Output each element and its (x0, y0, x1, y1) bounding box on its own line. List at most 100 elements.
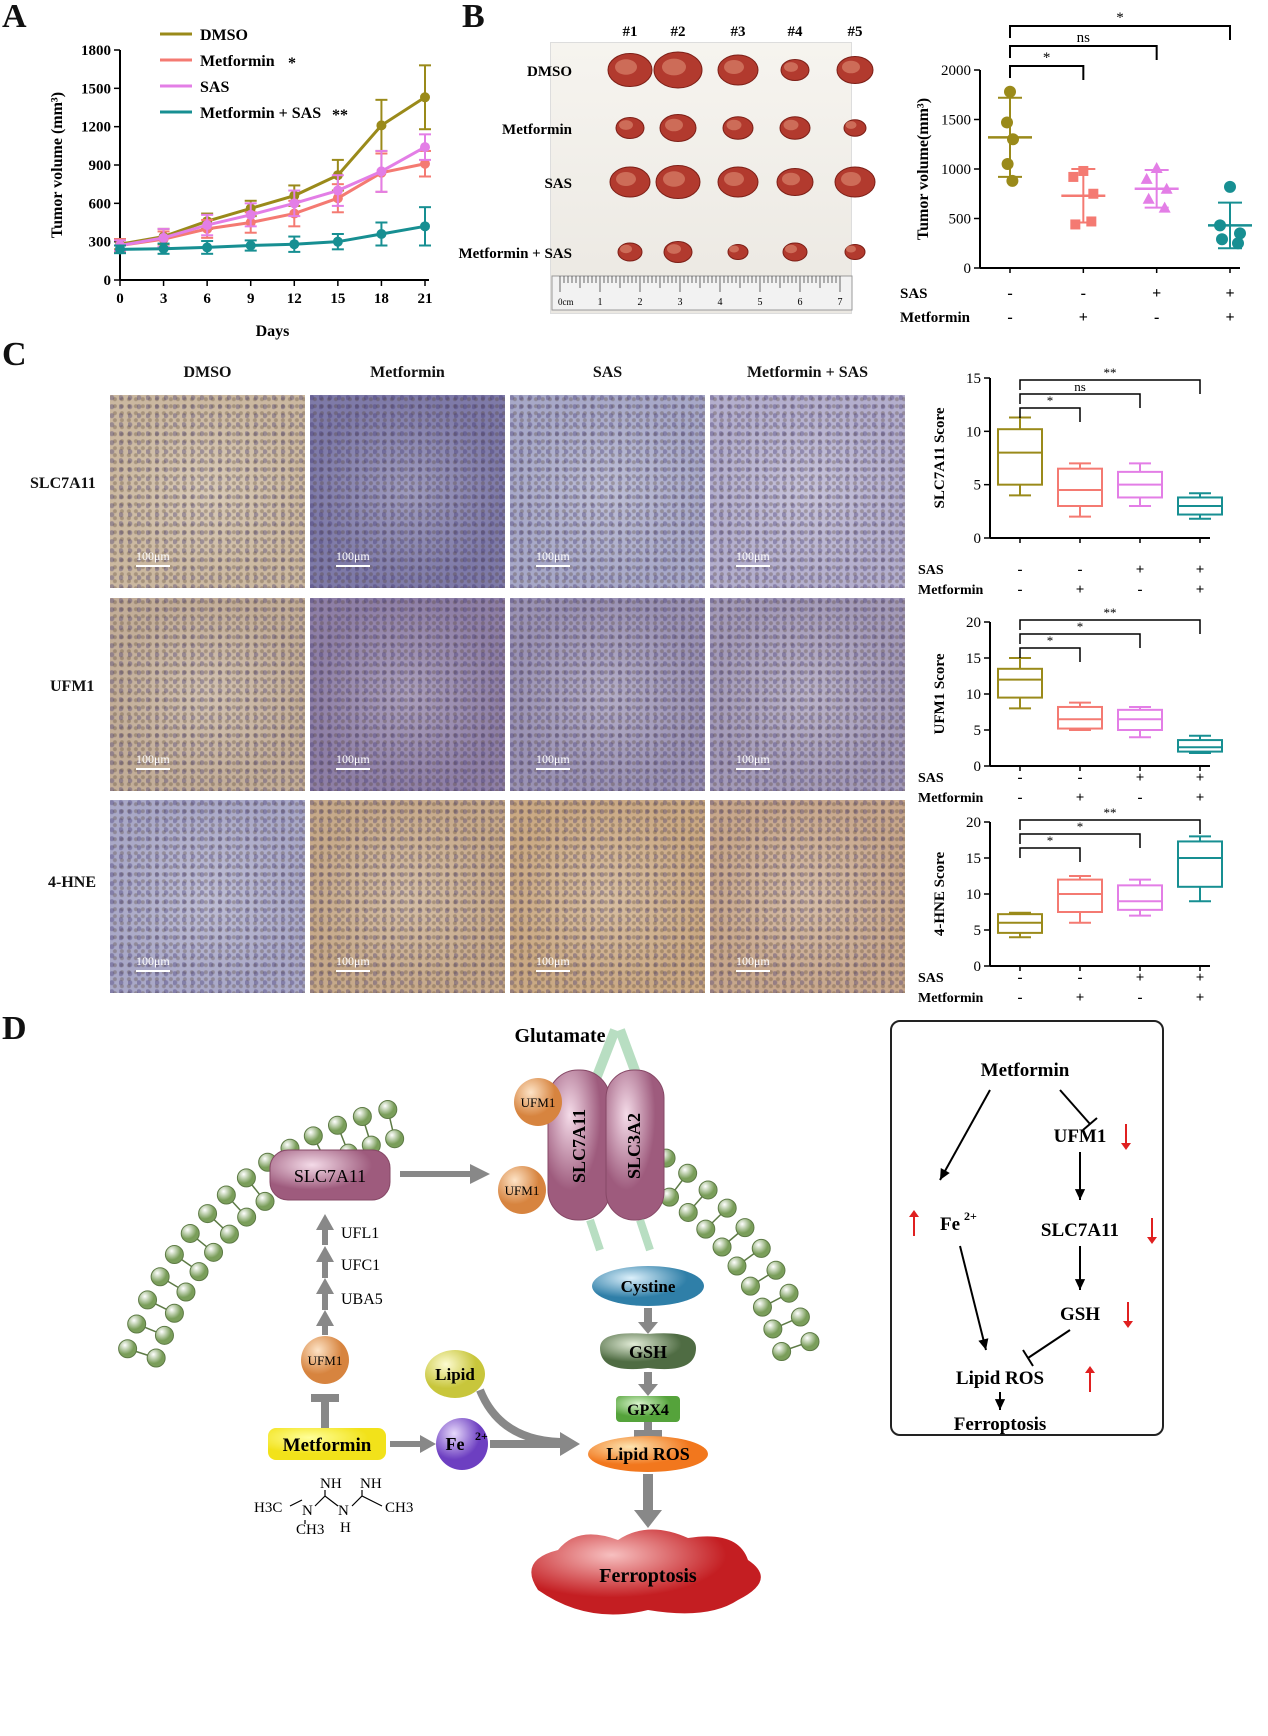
box (1057, 878, 1103, 913)
data-point (202, 242, 213, 253)
row-label-sas: SAS (918, 971, 944, 986)
metformin-sign: - (1018, 790, 1023, 806)
ihc-image: 100μm (510, 395, 705, 588)
lipid-head (189, 1262, 209, 1282)
tumor-highlight (667, 244, 681, 254)
sas-sign: - (1078, 562, 1083, 578)
data-point (1142, 192, 1155, 204)
row-label-metformin: Metformin (918, 583, 984, 598)
scale-bar-line (136, 970, 170, 972)
tumor-highlight (663, 171, 685, 187)
scale-bar: 100μm (736, 549, 770, 567)
mechanism-summary-box (890, 1020, 1164, 1436)
scale-bar: 100μm (336, 954, 370, 972)
panel-label-b: B (462, 0, 485, 35)
ufm1-bead-top (514, 1078, 562, 1126)
tumor-highlight (729, 245, 739, 253)
y-tick-label: 5 (974, 478, 982, 494)
sas-sign: - (1078, 770, 1083, 786)
lipid-head (216, 1185, 236, 1205)
y-tick-label: 1000 (941, 162, 971, 178)
box-metformin: Metformin (981, 1060, 1070, 1081)
x-tick-label: 9 (247, 291, 255, 307)
ufm1-node-label: UFM1 (308, 1353, 343, 1368)
ihc-image: 100μm (510, 598, 705, 791)
y-tick-label: 0 (104, 273, 112, 289)
lipid-head (752, 1297, 772, 1317)
sas-sign: - (1007, 285, 1012, 302)
arrowhead (994, 1399, 1006, 1410)
lipid-head (198, 1204, 218, 1224)
metformin-sign: + (1076, 990, 1085, 1006)
box (997, 667, 1043, 699)
significance-bracket (1019, 647, 1081, 662)
sas-sign: + (1225, 285, 1234, 302)
y-tick-label: 15 (966, 371, 981, 387)
data-point (158, 232, 169, 243)
ruler-number: 4 (718, 297, 723, 308)
row-label-sas: SAS (900, 286, 928, 302)
x-tick-label: 15 (330, 291, 345, 307)
metformin-sign: + (1076, 582, 1085, 598)
scale-bar-label: 100μm (736, 752, 770, 766)
slc7a11-cytosolic (269, 1149, 391, 1201)
tumor-highlight (726, 119, 742, 131)
legend-label: Metformin (200, 53, 275, 70)
panel-label-a: A (2, 0, 27, 35)
ihc-image: 100μm (310, 598, 505, 791)
significance-bracket (1019, 407, 1081, 422)
ruler-number: 3 (678, 297, 683, 308)
data-point (1160, 182, 1173, 194)
metformin-sign: - (1138, 790, 1143, 806)
tumor-highlight (784, 62, 798, 72)
arrowhead (560, 1432, 580, 1456)
scale-bar: 100μm (536, 954, 570, 972)
x-tick-label: 6 (203, 291, 211, 307)
y-tick-label: 5 (974, 723, 982, 739)
data-point (245, 209, 256, 220)
structure-nh1: NH (320, 1476, 342, 1492)
box (1117, 884, 1163, 911)
y-axis-label: UFM1 Score (932, 653, 948, 734)
arrowhead (316, 1246, 334, 1262)
scale-bar-label: 100μm (136, 752, 170, 766)
data-point (1214, 219, 1226, 232)
data-point (1068, 171, 1079, 182)
scale-bar: 100μm (536, 549, 570, 567)
y-tick-label: 10 (966, 424, 981, 440)
lipid-head (150, 1267, 170, 1287)
data-point (1140, 172, 1153, 184)
arrow-metformin-to-fe (939, 1089, 991, 1181)
lipid-head (236, 1168, 256, 1188)
x-axis-label: Days (256, 323, 290, 340)
data-point (376, 166, 387, 177)
data-point (1158, 201, 1171, 213)
data-point (376, 229, 387, 239)
cystine-inflow-arrow (586, 1218, 654, 1252)
data-point (1004, 85, 1016, 98)
tumor-highlight (615, 59, 637, 75)
data-point (245, 240, 256, 251)
structure-bonds (289, 1490, 383, 1524)
inhibit-metformin-ufm1 (1059, 1089, 1091, 1125)
x-tick-label: 0 (116, 291, 124, 307)
tumor-highlight (846, 245, 856, 253)
lipid-head (164, 1245, 184, 1265)
ruler-number: 7 (838, 297, 843, 308)
ihc-image: 100μm (710, 598, 905, 791)
data-point (115, 244, 125, 255)
significance-bracket (1019, 379, 1201, 394)
y-tick-label: 0 (974, 959, 982, 975)
arrowhead (634, 1510, 662, 1528)
data-point (376, 120, 387, 131)
lipid-head (127, 1314, 147, 1334)
gsh-node-label: GSH (629, 1342, 667, 1362)
significance-label: ns (1077, 30, 1091, 46)
lipid-ros-node (588, 1436, 708, 1472)
tumor-column-label: #2 (671, 24, 686, 40)
data-point (1232, 237, 1244, 250)
ruler (551, 275, 853, 311)
box-fe-superscript: 2+ (964, 1209, 977, 1223)
